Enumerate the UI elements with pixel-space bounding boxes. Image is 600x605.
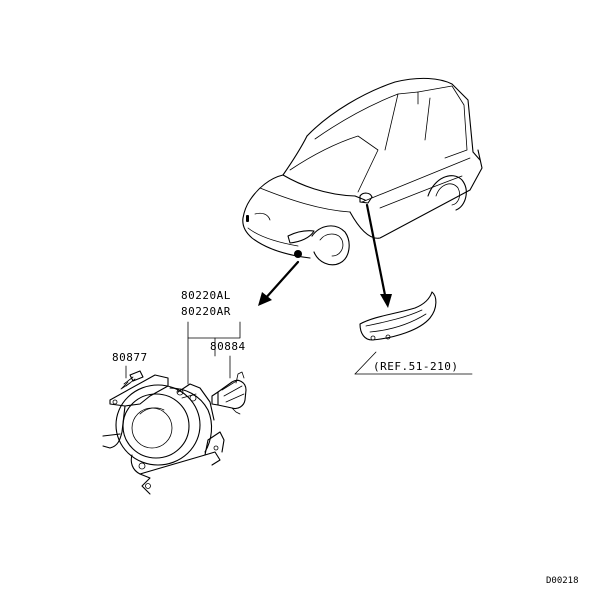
reference-callout-line — [354, 351, 377, 375]
side-marker-lamp — [359, 291, 437, 341]
diagram-code: D00218 — [546, 576, 579, 586]
fog-lamp-leader — [262, 260, 300, 302]
reference-label: (REF.51-210) — [373, 360, 459, 373]
vehicle-illustration — [242, 77, 483, 266]
part-label-80220ar: 80220AR — [181, 305, 231, 318]
part-label-80877: 80877 — [112, 351, 148, 364]
part-label-80220al: 80220AL — [181, 289, 231, 302]
screw-part — [120, 370, 144, 390]
bulb-part — [211, 371, 247, 415]
fog-lamp-assembly — [102, 374, 225, 495]
reference-leader — [365, 203, 388, 302]
part-label-80884: 80884 — [210, 340, 246, 353]
